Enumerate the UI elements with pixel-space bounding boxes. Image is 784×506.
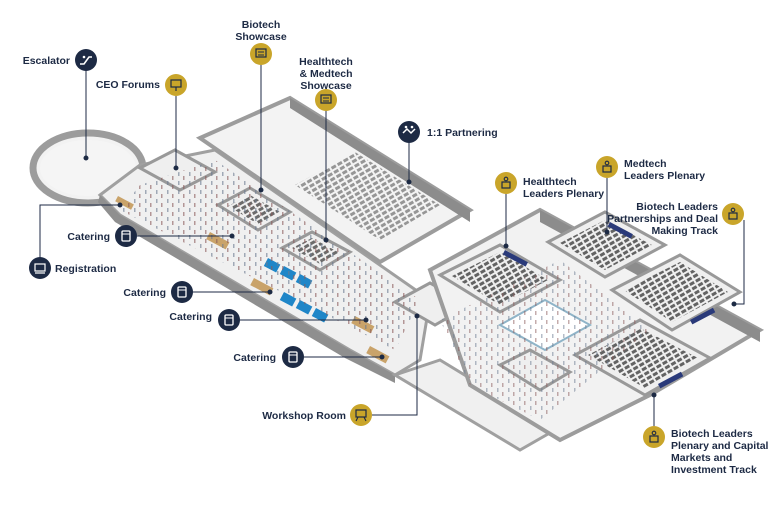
escalator-icon[interactable] bbox=[75, 49, 97, 71]
workshop-room-label: Workshop Room bbox=[262, 410, 346, 422]
showcase-icon[interactable] bbox=[315, 89, 337, 111]
registration-line bbox=[39, 204, 120, 258]
partnering-label: 1:1 Partnering bbox=[427, 127, 498, 139]
biotech-partnerships-label: Biotech Leaders Partnerships and Deal Ma… bbox=[607, 201, 718, 237]
registration-label: Registration bbox=[55, 263, 117, 275]
handshake-icon[interactable] bbox=[398, 121, 420, 143]
floor-plan bbox=[29, 95, 765, 452]
catering-label-3: Catering bbox=[169, 311, 212, 323]
workshop-icon[interactable] bbox=[350, 404, 372, 426]
medtech-leaders-plenary-label: Medtech Leaders Plenary bbox=[624, 158, 706, 182]
showcase-icon[interactable] bbox=[250, 43, 272, 65]
catering-label-2: Catering bbox=[123, 287, 166, 299]
registration-icon[interactable] bbox=[29, 257, 51, 279]
icon-badges bbox=[29, 43, 744, 448]
leader-lines bbox=[39, 64, 745, 426]
cup-icon[interactable] bbox=[115, 225, 137, 247]
biotech-partnerships-line bbox=[734, 220, 745, 305]
podium-icon[interactable] bbox=[643, 426, 665, 448]
podium-icon[interactable] bbox=[596, 156, 618, 178]
cup-icon[interactable] bbox=[218, 309, 240, 331]
podium-icon[interactable] bbox=[495, 172, 517, 194]
escalator-label: Escalator bbox=[22, 55, 70, 67]
healthtech-medtech-showcase-label: Healthtech & Medtech Showcase bbox=[299, 56, 353, 92]
workshop-room-line bbox=[372, 316, 418, 416]
biotech-showcase-label: Biotech Showcase bbox=[235, 19, 287, 43]
catering-label-1: Catering bbox=[67, 231, 110, 243]
cup-icon[interactable] bbox=[282, 346, 304, 368]
partnering-tables bbox=[295, 152, 440, 240]
cup-icon[interactable] bbox=[171, 281, 193, 303]
biotech-capital-markets-label: Biotech Leaders Plenary and Capital Mark… bbox=[671, 428, 769, 476]
showcase-hall-wall bbox=[290, 98, 470, 222]
healthtech-leaders-plenary-label: Healthtech Leaders Plenary bbox=[523, 176, 605, 200]
main-corridor-wall bbox=[98, 195, 395, 383]
catering-label-4: Catering bbox=[233, 352, 276, 364]
podium-icon[interactable] bbox=[722, 203, 744, 225]
ceo-forums-label: CEO Forums bbox=[95, 79, 160, 91]
presentation-icon[interactable] bbox=[165, 74, 187, 96]
